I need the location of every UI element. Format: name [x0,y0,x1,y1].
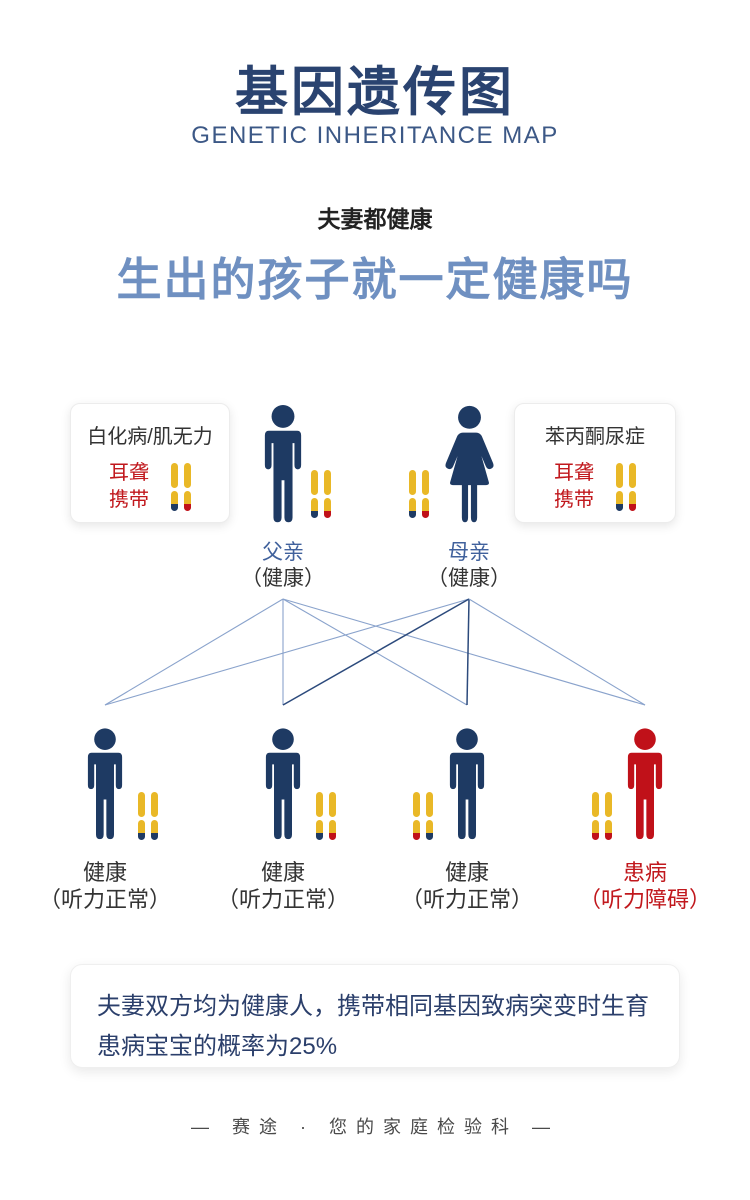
child-3-figure-icon [449,728,485,840]
chromosome-icon [311,470,318,518]
summary-text: 夫妻双方均为健康人，携带相同基因致病突变时生育患病宝宝的概率为25% [97,993,649,1060]
child-2-status: （听力正常） [216,887,349,912]
pedigree-line [282,598,470,706]
chromosome-pair-icon [316,792,336,840]
chromosome-icon [616,463,623,511]
child-1-status: （听力正常） [38,887,171,912]
father-disease-card: 白化病/肌无力 耳聋 携带 [70,403,230,523]
pedigree-line [468,598,646,706]
child-3-status: （听力正常） [400,887,533,912]
question-small-line: 夫妻都健康 [317,206,433,232]
chromosome-icon [629,463,636,511]
chromosome-icon [592,792,599,840]
carrier-label-father: 耳聋 携带 [109,460,149,514]
mother-disease-card: 苯丙酮尿症 耳聋 携带 [514,403,676,523]
disease-name-mother: 苯丙酮尿症 [545,426,645,448]
carrier-row: 耳聋 携带 [515,460,675,514]
footer-brand-line: — 赛途 · 您的家庭检验科 — [191,1117,559,1137]
chromosome-icon [171,463,178,511]
father-label: 父亲 [262,541,304,564]
chromosome-icon [324,470,331,518]
carrier-row: 耳聋 携带 [71,460,229,514]
chromosome-pair-icon [138,792,158,840]
pedigree-line [104,598,284,706]
child-3-label: 健康 [444,860,489,885]
father-figure-icon [264,404,302,523]
summary-card: 夫妻双方均为健康人，携带相同基因致病突变时生育患病宝宝的概率为25% [70,964,680,1068]
chromosome-icon [329,792,336,840]
chromosome-pair-icon [409,470,429,518]
father-status: （健康） [241,567,325,590]
child-4-figure-icon [627,728,663,840]
pedigree-line [466,598,470,706]
chromosome-pair-icon [616,463,636,511]
carrier-word-2: 携带 [109,489,149,511]
pedigree-line [282,598,646,706]
question-big-line: 生出的孩子就一定健康吗 [116,254,634,305]
carrier-word-1: 耳聋 [554,462,594,484]
disease-name-father: 白化病/肌无力 [87,426,213,448]
child-4-status: （听力障碍） [578,887,711,912]
carrier-label-mother: 耳聋 携带 [554,460,594,514]
child-1-label: 健康 [82,860,127,885]
chromosome-icon [605,792,612,840]
chromosome-pair-icon [171,463,191,511]
chromosome-icon [151,792,158,840]
child-2-label: 健康 [260,860,305,885]
chromosome-icon [138,792,145,840]
chromosome-icon [413,792,420,840]
inheritance-lines [104,598,646,706]
chromosome-icon [316,792,323,840]
page-title: 基因遗传图 [235,63,515,122]
chromosome-pair-icon [311,470,331,518]
chromosome-icon [184,463,191,511]
chromosome-icon [422,470,429,518]
mother-label: 母亲 [448,541,490,564]
child-2-figure-icon [265,728,301,840]
chromosome-icon [426,792,433,840]
chromosome-pair-icon [592,792,612,840]
child-4-label: 患病 [622,860,667,885]
page-subtitle-en: GENETIC INHERITANCE MAP [191,122,559,149]
mother-status: （健康） [427,567,511,590]
chromosome-icon [409,470,416,518]
pedigree-line [104,598,470,706]
chromosome-pair-icon [413,792,433,840]
mother-figure-icon [445,405,494,523]
carrier-word-2: 携带 [554,489,594,511]
child-1-figure-icon [87,728,123,840]
carrier-word-1: 耳聋 [109,462,149,484]
